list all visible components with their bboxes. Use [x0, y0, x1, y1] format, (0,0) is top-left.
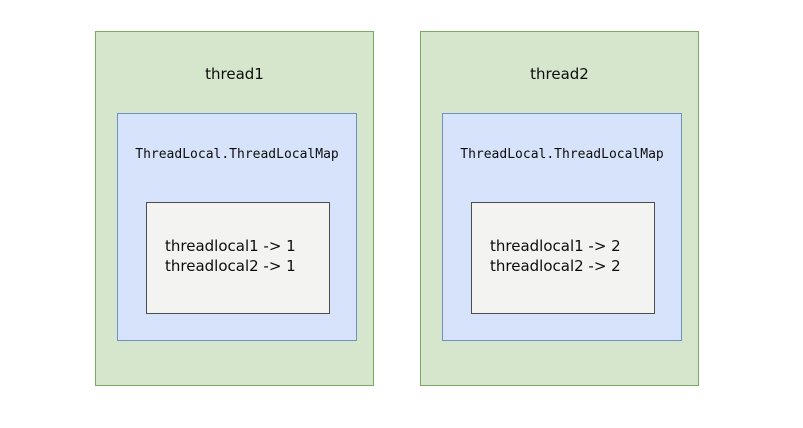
threadlocalmap-label-thread1: ThreadLocal.ThreadLocalMap [135, 147, 339, 162]
threadlocalmap-label-thread2: ThreadLocal.ThreadLocalMap [460, 147, 664, 162]
thread-box-thread1: thread1 ThreadLocal.ThreadLocalMap threa… [95, 31, 374, 386]
entries-box-thread2: threadlocal1 -> 2 threadlocal2 -> 2 [471, 202, 655, 314]
entries-box-thread1: threadlocal1 -> 1 threadlocal2 -> 1 [146, 202, 330, 314]
entry-threadlocal1-thread1: threadlocal1 -> 1 [165, 237, 296, 255]
thread-title-thread2: thread2 [530, 65, 589, 83]
entry-threadlocal2-thread1: threadlocal2 -> 1 [165, 257, 296, 275]
threadlocalmap-box-thread1: ThreadLocal.ThreadLocalMap threadlocal1 … [117, 113, 357, 341]
entry-threadlocal1-thread2: threadlocal1 -> 2 [490, 237, 621, 255]
entries-list-thread2: threadlocal1 -> 2 threadlocal2 -> 2 [490, 236, 648, 276]
thread-box-thread2: thread2 ThreadLocal.ThreadLocalMap threa… [420, 31, 699, 386]
thread-title-thread1: thread1 [205, 65, 264, 83]
threadlocalmap-box-thread2: ThreadLocal.ThreadLocalMap threadlocal1 … [442, 113, 682, 341]
entry-threadlocal2-thread2: threadlocal2 -> 2 [490, 257, 621, 275]
entries-list-thread1: threadlocal1 -> 1 threadlocal2 -> 1 [165, 236, 323, 276]
